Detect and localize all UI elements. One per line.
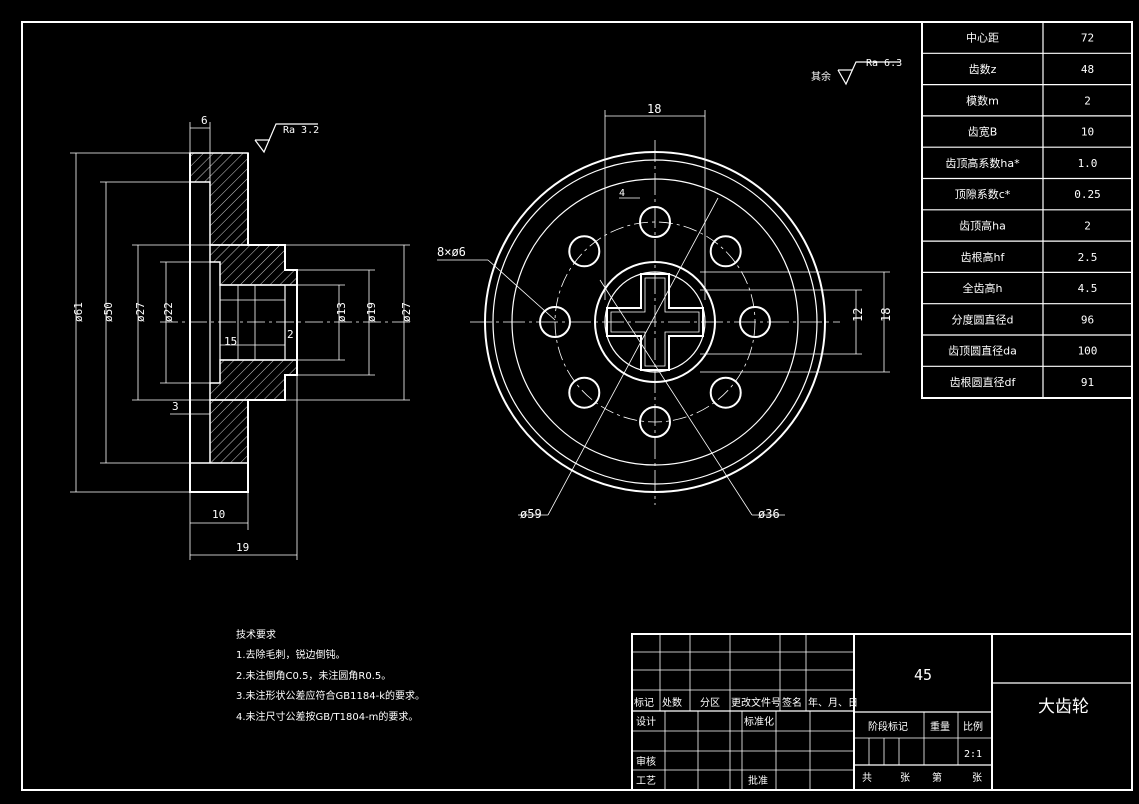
dim-w3: 3 — [172, 400, 179, 413]
technical-requirements: 技术要求 1.去除毛刺，锐边倒钝。 2.未注倒角C0.5，未注圆角R0.5。 3… — [236, 628, 425, 723]
tb-standard: 标准化 — [744, 715, 774, 728]
dim-d27-left: ø27 — [134, 302, 147, 322]
tb-stage: 阶段标记 — [868, 720, 908, 733]
param-label: 分度圆直径d — [952, 312, 1014, 326]
dim-d27-right: ø27 — [400, 302, 413, 322]
dim-front-d59: ø59 — [520, 507, 542, 521]
param-value: 10 — [1081, 126, 1094, 139]
tb-approve: 批准 — [748, 774, 768, 787]
tb-scale-label: 比例 — [963, 720, 983, 733]
param-value: 91 — [1081, 376, 1094, 389]
bolt-hole — [568, 235, 601, 268]
param-value: 48 — [1081, 63, 1094, 76]
tb-weight: 重量 — [930, 720, 950, 733]
dim-d50: ø50 — [102, 302, 115, 322]
tb-sheets: 张 — [900, 772, 910, 784]
tb-total: 共 — [862, 772, 872, 784]
param-label: 模数m — [966, 94, 999, 107]
dim-w19: 19 — [236, 541, 249, 554]
tb-part-name: 大齿轮 — [1038, 697, 1089, 717]
tb-sheet-no: 第 — [932, 771, 942, 784]
dim-front-h12: 12 — [851, 308, 865, 322]
param-label: 齿根圆直径df — [950, 375, 1017, 389]
tech-item-4: 4.未注尺寸公差按GB/T1804-m的要求。 — [236, 710, 418, 723]
param-label: 齿数z — [969, 63, 997, 76]
roughness-face-value: Ra 3.2 — [283, 125, 319, 136]
tb-design: 设计 — [636, 715, 656, 728]
tb-process: 工艺 — [636, 775, 656, 787]
tb-material: 45 — [914, 666, 932, 684]
tech-item-1: 1.去除毛刺，锐边倒钝。 — [236, 648, 346, 661]
gear-section-view: ø61 ø50 ø27 ø22 ø13 ø19 ø27 6 10 19 3 15… — [70, 114, 413, 560]
roughness-prefix: 其余 — [811, 70, 831, 83]
gear-parameter-table: 中心距 72 齿数z 48 模数m 2 齿宽B 10 齿顶高系数ha* 1.0 顶隙系数c* 0.25… — [921, 21, 1133, 399]
param-label: 齿顶高ha — [959, 218, 1006, 232]
param-value: 100 — [1078, 345, 1098, 358]
dim-d22: ø22 — [162, 302, 175, 322]
tech-item-2: 2.未注倒角C0.5，未注圆角R0.5。 — [236, 669, 391, 682]
bolt-hole — [709, 235, 742, 268]
dim-w15: 15 — [224, 335, 237, 348]
tb-header-docno: 更改文件号 — [731, 696, 781, 709]
tb-scale: 2:1 — [964, 749, 982, 760]
dim-w2: 2 — [287, 328, 294, 341]
dim-front-holes: 8×ø6 — [437, 245, 466, 259]
tb-header-date: 年、月、日 — [808, 696, 858, 709]
bolt-hole — [709, 376, 742, 409]
param-label: 齿根高hf — [961, 250, 1006, 264]
dim-d19: ø19 — [365, 302, 378, 322]
tech-title: 技术要求 — [236, 628, 276, 641]
param-value: 72 — [1081, 32, 1094, 45]
param-value: 1.0 — [1078, 157, 1098, 170]
dim-d13: ø13 — [335, 302, 348, 322]
param-value: 4.5 — [1078, 282, 1098, 295]
tb-header-zone: 分区 — [700, 697, 720, 709]
param-value: 96 — [1081, 313, 1094, 326]
tb-header-mark: 标记 — [634, 697, 654, 709]
param-label: 顶隙系数c* — [955, 187, 1011, 201]
dim-front-h18: 18 — [879, 308, 893, 322]
tb-sheets2: 张 — [972, 772, 982, 784]
dim-d61: ø61 — [72, 302, 85, 322]
dim-w6: 6 — [201, 114, 208, 127]
param-label: 齿顶圆直径da — [948, 344, 1017, 358]
bolt-hole — [568, 376, 601, 409]
param-label: 齿宽B — [968, 125, 998, 139]
param-value: 2 — [1084, 94, 1091, 107]
tb-header-sign: 签名 — [782, 696, 802, 709]
param-label: 中心距 — [966, 32, 999, 45]
gear-front-view: 18 4 12 18 8×ø6 ø59 ø36 — [437, 102, 893, 521]
general-roughness-symbol: 其余 Ra 6.3 — [811, 58, 902, 86]
param-label: 全齿高h — [963, 281, 1003, 295]
dim-w10: 10 — [212, 508, 225, 521]
tb-header-count: 处数 — [662, 696, 682, 709]
dim-front-w18: 18 — [647, 102, 661, 116]
tb-review: 审核 — [636, 755, 656, 768]
tech-item-3: 3.未注形状公差应符合GB1184-k的要求。 — [236, 689, 425, 702]
param-value: 0.25 — [1074, 188, 1101, 201]
dim-front-4: 4 — [619, 188, 625, 199]
roughness-general-value: Ra 6.3 — [866, 58, 902, 69]
dim-front-d36: ø36 — [758, 507, 780, 521]
drawing-border — [21, 21, 1133, 791]
title-block: 标记 处数 分区 更改文件号 签名 年、月、日 设计 标准化 审核 工艺 批准 … — [631, 633, 1133, 791]
param-label: 齿顶高系数ha* — [945, 156, 1020, 170]
param-value: 2.5 — [1078, 251, 1098, 264]
param-value: 2 — [1084, 219, 1091, 232]
